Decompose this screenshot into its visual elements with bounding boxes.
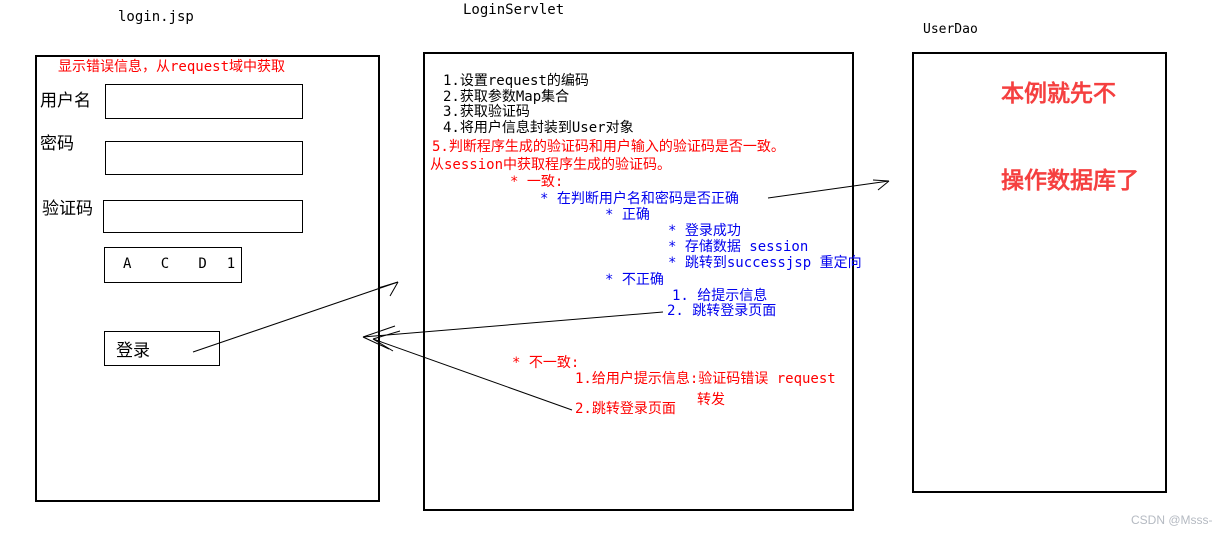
servlet-step-5: 5.判断程序生成的验证码和用户输入的验证码是否一致。: [432, 139, 785, 155]
password-label: 密码: [40, 134, 74, 154]
branch-match: * 一致:: [510, 174, 564, 190]
password-input[interactable]: [105, 141, 303, 175]
username-label: 用户名: [40, 91, 91, 111]
servlet-step-1: 1.设置request的编码: [443, 73, 589, 89]
forward-label: 转发: [697, 392, 725, 408]
login-jsp-title: login.jsp: [118, 9, 194, 25]
login-servlet-box: [423, 52, 854, 511]
error-note: 显示错误信息，从request域中获取: [58, 59, 286, 75]
mismatch-jump: 2.跳转登录页面: [575, 401, 676, 417]
login-jsp-box: [35, 55, 380, 502]
login-button-label: 登录: [116, 341, 150, 361]
dao-side-note-line1: 本例就先不: [1001, 81, 1116, 107]
dao-side-note: 本例就先不 操作数据库了: [1001, 22, 1201, 254]
branch-incorrect: * 不正确: [605, 272, 664, 288]
captcha-input[interactable]: [103, 200, 303, 233]
dao-side-note-line2: 操作数据库了: [1001, 168, 1139, 194]
servlet-step-5b: 从session中获取程序生成的验证码。: [430, 157, 672, 173]
userdao-title: UserDao: [923, 22, 978, 37]
branch-login-success: * 登录成功: [668, 223, 741, 239]
userdao-box: [912, 52, 1167, 493]
captcha-code: A C D 1: [123, 256, 237, 272]
branch-redirect-success: * 跳转到successjsp 重定向: [668, 255, 862, 271]
username-input[interactable]: [105, 84, 303, 119]
servlet-step-2: 2.获取参数Map集合: [443, 89, 570, 105]
captcha-label: 验证码: [42, 199, 93, 219]
login-servlet-title: LoginServlet: [463, 2, 565, 18]
branch-mismatch: * 不一致:: [512, 355, 580, 371]
branch-check-user: * 在判断用户名和密码是否正确: [540, 191, 739, 207]
branch-correct: * 正确: [605, 207, 650, 223]
branch-incorrect-jump: 2. 跳转登录页面: [667, 303, 777, 319]
branch-store-session: * 存储数据 session: [668, 239, 809, 255]
servlet-step-4: 4.将用户信息封装到User对象: [443, 120, 634, 136]
branch-incorrect-tip: 1. 给提示信息: [672, 288, 768, 304]
mismatch-tip: 1.给用户提示信息:验证码错误 request: [575, 371, 836, 387]
watermark: CSDN @Msss-: [1131, 513, 1213, 527]
captcha-display[interactable]: [104, 247, 242, 283]
servlet-step-3: 3.获取验证码: [443, 104, 530, 120]
